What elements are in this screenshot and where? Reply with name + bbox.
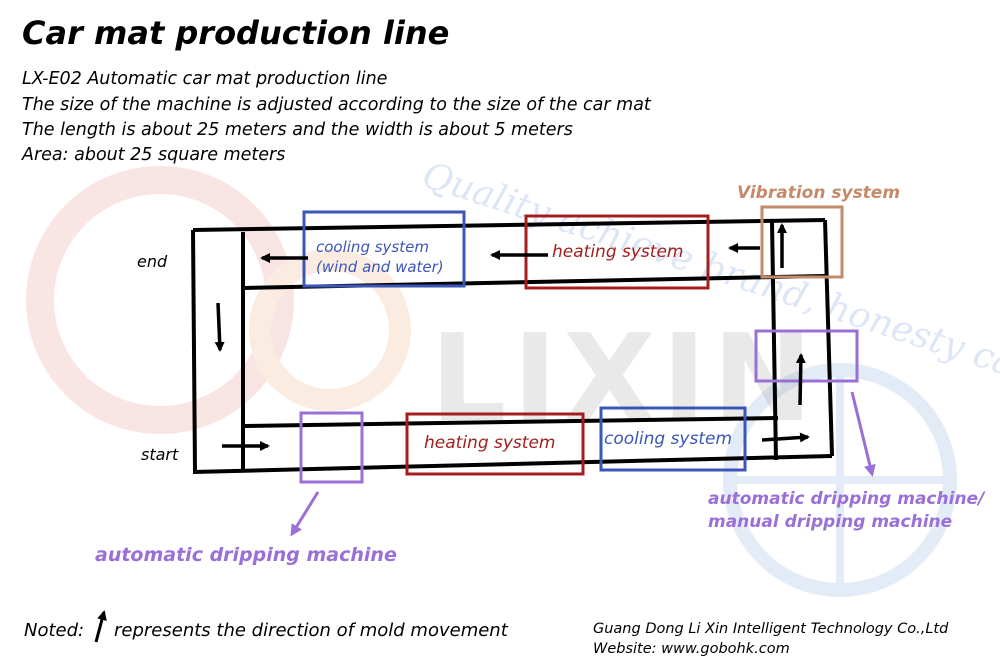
dripping-machine-right-box xyxy=(754,329,859,383)
company-name: Guang Dong Li Xin Intelligent Technology… xyxy=(593,621,949,637)
cooling-top-label-1: cooling system xyxy=(316,238,429,256)
frame-right-inner xyxy=(770,221,778,461)
frame-right-outer xyxy=(823,219,834,457)
frame-bottom-inner xyxy=(242,416,779,428)
cooling-bottom-label: cooling system xyxy=(604,429,733,449)
arrow-bottom-right xyxy=(761,432,810,443)
arrow-left-down xyxy=(214,302,225,352)
direction-arrows xyxy=(214,223,810,451)
company-website: Website: www.gobohk.com xyxy=(593,641,790,657)
watermark-brand: LIXIN xyxy=(430,310,819,449)
arrow-right-up-1 xyxy=(795,353,806,406)
dripping-right-label-2: manual dripping machine xyxy=(708,512,953,532)
watermark-circle-logo xyxy=(26,166,294,434)
noted-prefix: Noted: xyxy=(24,620,85,641)
dripping-machine-left-box xyxy=(299,411,364,484)
watermark-gear-logo xyxy=(249,249,412,411)
noted-text: represents the direction of mold movemen… xyxy=(114,620,508,641)
dripping-left-label: automatic dripping machine xyxy=(95,544,397,566)
description-line-2: The size of the machine is adjusted acco… xyxy=(22,95,651,115)
start-label: start xyxy=(141,445,179,464)
heating-bottom-label: heating system xyxy=(424,433,556,453)
description-line-1: LX-E02 Automatic car mat production line xyxy=(22,69,388,89)
dripping-right-label-1: automatic dripping machine/ xyxy=(708,489,985,509)
watermark-globe-logo xyxy=(723,363,957,597)
frame-left-outer xyxy=(191,229,197,473)
vibration-system-box xyxy=(760,205,844,279)
dripping-left-callout-arrow xyxy=(290,491,320,537)
heating-system-top-box xyxy=(524,214,710,290)
page-title: Car mat production line xyxy=(22,14,450,52)
dripping-right-callout-arrow xyxy=(850,391,876,477)
end-label: end xyxy=(137,252,168,271)
heating-system-bottom-box xyxy=(405,412,585,476)
cooling-system-bottom-box xyxy=(599,406,747,472)
heating-top-label: heating system xyxy=(552,242,684,262)
legend-arrow-icon xyxy=(94,610,107,643)
description-line-3: The length is about 25 meters and the wi… xyxy=(22,120,573,140)
description-line-4: Area: about 25 square meters xyxy=(22,145,286,165)
vibration-label: Vibration system xyxy=(737,183,901,203)
cooling-system-top-box xyxy=(302,210,466,288)
cooling-top-label-2: (wind and water) xyxy=(316,258,444,276)
frame-top-outer xyxy=(192,218,826,232)
